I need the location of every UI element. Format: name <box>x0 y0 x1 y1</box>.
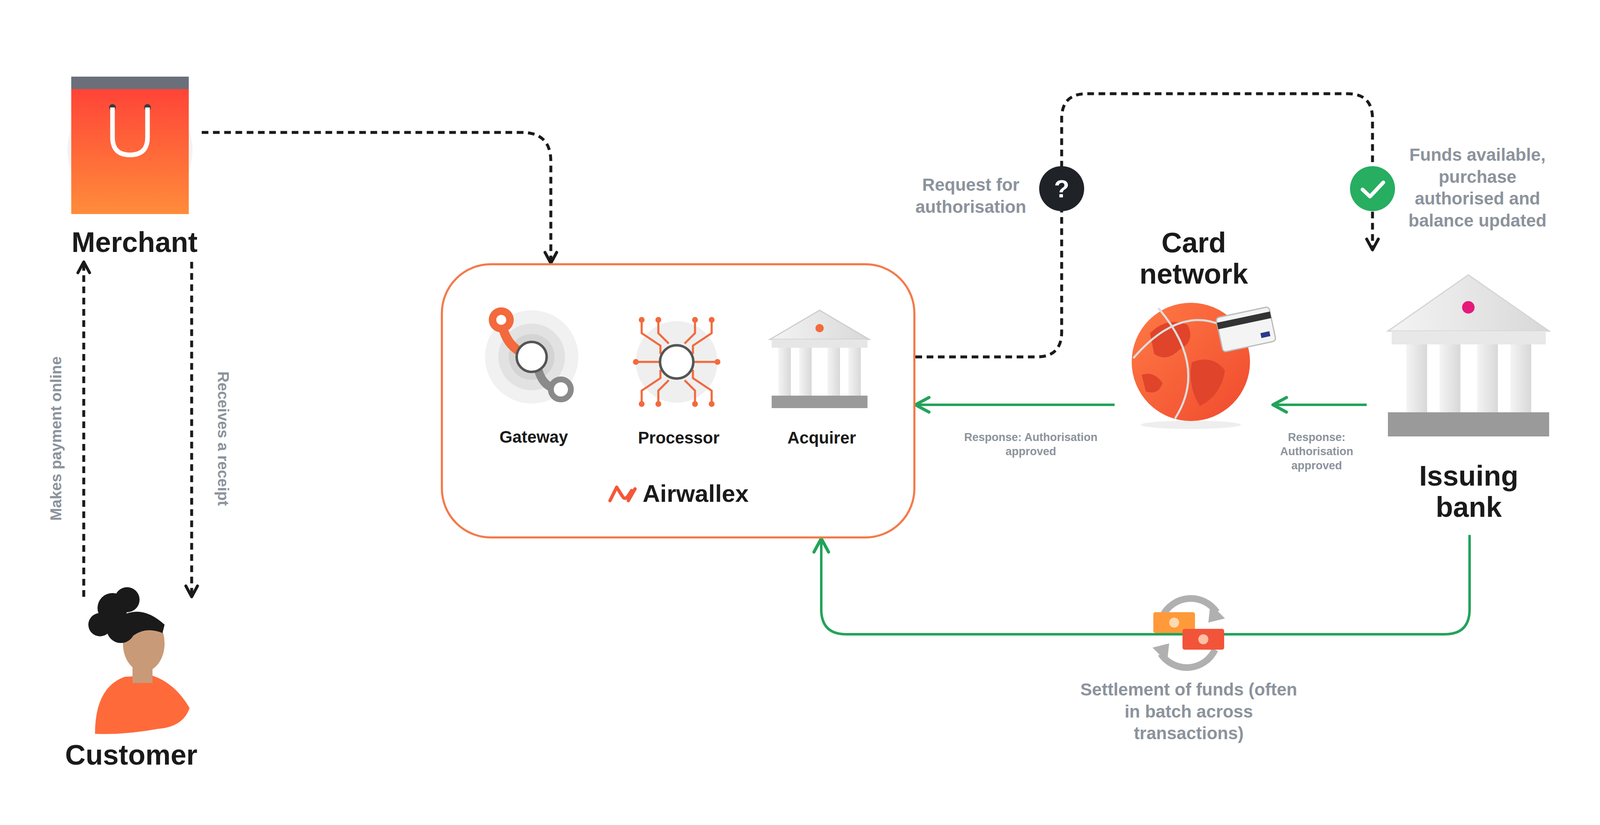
entity-node: Card network <box>1114 227 1273 430</box>
entity-node: Merchant <box>67 76 202 263</box>
edge-label: Makes payment online <box>46 356 66 522</box>
entity-node: Customer <box>60 597 202 775</box>
platform-box: Airwallex Gateway Processor Acquirer <box>440 263 916 539</box>
gateway-icon <box>485 307 579 404</box>
acquirer-bank-icon <box>770 310 870 409</box>
flow-arrow <box>82 262 86 598</box>
edge-label: Request for authorisation <box>902 174 1040 218</box>
check-badge <box>1350 166 1395 212</box>
node-title: Card network <box>1118 227 1269 290</box>
brand-logo <box>607 483 639 505</box>
edge-label: Response: Authorisation approved <box>962 430 1100 460</box>
node-title: Merchant <box>71 226 198 258</box>
brand-row: Airwallex <box>442 480 914 508</box>
node-title: Acquirer <box>787 428 857 448</box>
settlement-icon <box>1152 598 1225 668</box>
flow-arrow <box>201 132 551 264</box>
edge-label: Receives a receipt <box>212 371 233 507</box>
status-note: Funds available, purchase authorised and… <box>1400 144 1555 232</box>
badge-symbol: ? <box>1040 173 1083 205</box>
shopping-bag-icon <box>67 76 193 215</box>
card-network-globe <box>1131 302 1277 430</box>
entity-node: Gateway <box>483 315 584 451</box>
brand-name: Airwallex <box>642 480 749 508</box>
customer-figure <box>88 587 190 735</box>
issuing-bank-icon <box>1387 275 1550 437</box>
processor-icon <box>632 317 721 408</box>
node-title: Gateway <box>499 427 569 447</box>
flow-arrow <box>190 262 194 598</box>
entity-node: Issuing bank <box>1366 250 1571 536</box>
response-arrow <box>915 403 1115 407</box>
edge-label: Settlement of funds (often in batch acro… <box>1076 679 1302 745</box>
entity-node: Processor <box>628 315 729 452</box>
response-arrow <box>1272 403 1367 407</box>
question-badge <box>1039 166 1085 212</box>
entity-node: Acquirer <box>771 315 872 452</box>
response-arrow <box>821 535 1470 635</box>
node-title: Processor <box>637 428 720 448</box>
node-title: Customer <box>65 739 198 771</box>
flow-arrow <box>915 93 1373 358</box>
edge-label: Response: Authorisation approved <box>1254 430 1380 473</box>
node-title: Issuing bank <box>1406 460 1532 523</box>
